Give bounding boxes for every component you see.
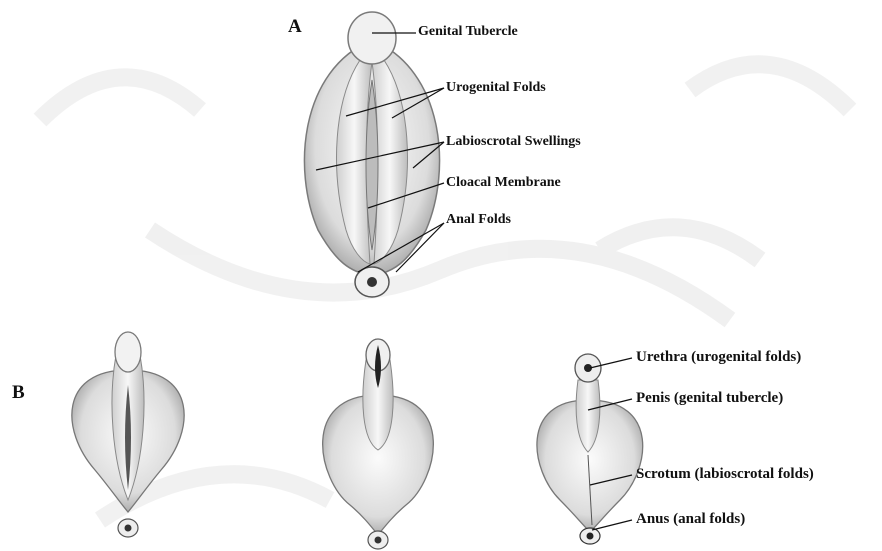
label-penis: Penis (genital tubercle) (636, 390, 783, 407)
label-anus: Anus (anal folds) (636, 511, 745, 528)
label-anal-folds: Anal Folds (446, 212, 511, 228)
panel-a-letter: A (288, 16, 302, 38)
stage-early-shape (72, 332, 184, 537)
stage-intermediate-shape (323, 339, 434, 549)
label-urethra: Urethra (urogenital folds) (636, 349, 801, 366)
label-scrotum: Scrotum (labioscrotal folds) (636, 466, 814, 483)
label-cloacal-membrane: Cloacal Membrane (446, 175, 561, 191)
panel-b-letter: B (12, 382, 25, 404)
label-urogenital-folds: Urogenital Folds (446, 80, 546, 96)
label-labioscrotal-swellings: Labioscrotal Swellings (446, 134, 581, 150)
label-genital-tubercle: Genital Tubercle (418, 24, 518, 40)
stage-male-shape (537, 354, 643, 544)
